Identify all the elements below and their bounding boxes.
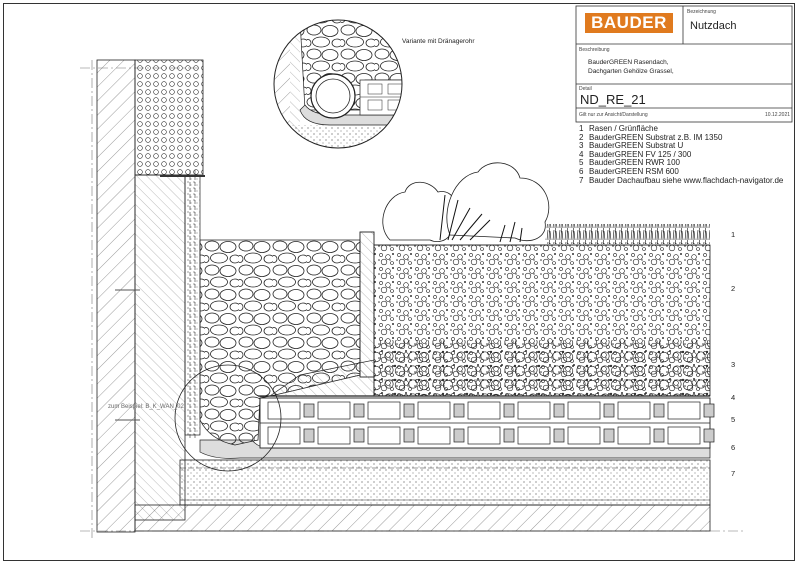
variant-detail [273, 19, 403, 149]
drainage-cell-rib [503, 403, 515, 418]
detail-code: ND_RE_21 [580, 92, 646, 107]
drainage-cell [417, 426, 451, 445]
drawing-title: Nutzdach [690, 20, 737, 32]
reference-label: zum Beispiel: B_K_WAN_02 [108, 404, 184, 410]
drainage-cell [517, 401, 551, 420]
drainage-cell [467, 401, 501, 420]
drainage-cell-rib [353, 403, 365, 418]
layer-number-3: 3 [731, 360, 736, 369]
drawing-sheet [3, 3, 795, 561]
drainage-cell [567, 426, 601, 445]
drainage-cell [667, 401, 701, 420]
wall-insulation [115, 59, 205, 521]
drainage-cell [617, 426, 651, 445]
drainage-cell [267, 401, 301, 420]
drainage-cell [317, 401, 351, 420]
shrubs [382, 162, 550, 243]
title-block [575, 5, 793, 123]
roof-buildup [179, 459, 711, 506]
drainage-cell [517, 426, 551, 445]
note-caption: Gilt nur zur Ansicht/Darstellung [579, 112, 648, 118]
drainage-cell [417, 401, 451, 420]
drainage-cell-rib [653, 403, 665, 418]
description-line-2: Dachgarten Gehölze Grassel, [588, 68, 674, 75]
description-caption: Beschreibung [579, 47, 610, 53]
layer-number-2: 2 [731, 284, 736, 293]
description-line-1: BauderGREEN Rasendach, [588, 59, 669, 66]
date: 10.12.2021 [765, 112, 791, 118]
layer-number-7: 7 [731, 469, 736, 478]
drainage-layers [199, 395, 715, 459]
drainage-cell-rib [703, 428, 715, 443]
drainage-cell-rib [703, 403, 715, 418]
drainage-cell-rib [403, 403, 415, 418]
layer-number-5: 5 [731, 415, 736, 424]
drainage-cell-rib [603, 428, 615, 443]
drainage-cell-rib [553, 428, 565, 443]
title-caption: Bezeichnung [687, 9, 716, 15]
bauder-logo: BAUDER [585, 13, 673, 33]
drainage-cell [667, 426, 701, 445]
variant-label: Variante mit Dränagerohr [402, 38, 475, 45]
drainage-cell [567, 401, 601, 420]
drainage-cell-rib [353, 428, 365, 443]
layer-number-4: 4 [731, 393, 736, 402]
drainage-cell-rib [553, 403, 565, 418]
drainage-cell-rib [453, 428, 465, 443]
drainage-cell [617, 401, 651, 420]
wall-concrete [96, 59, 136, 533]
drainage-cell [267, 426, 301, 445]
drainage-cell [317, 426, 351, 445]
detail-circle-marker [174, 364, 282, 472]
drainage-cell-rib [403, 428, 415, 443]
drainage-cell-rib [453, 403, 465, 418]
layer-number-1: 1 [731, 230, 736, 239]
layer-number-6: 6 [731, 443, 736, 452]
drainage-cell-rib [303, 428, 315, 443]
drainage-cell-rib [503, 428, 515, 443]
drainage-cell [367, 426, 401, 445]
drainage-cell [467, 426, 501, 445]
detail-caption: Detail [579, 86, 592, 92]
drainage-cell [367, 401, 401, 420]
grass-layer [374, 224, 710, 246]
drainage-cell-rib [603, 403, 615, 418]
roof-slab [134, 504, 711, 532]
edge-profile [359, 231, 375, 378]
drainage-cell-rib [303, 403, 315, 418]
drainage-cell-rib [653, 428, 665, 443]
